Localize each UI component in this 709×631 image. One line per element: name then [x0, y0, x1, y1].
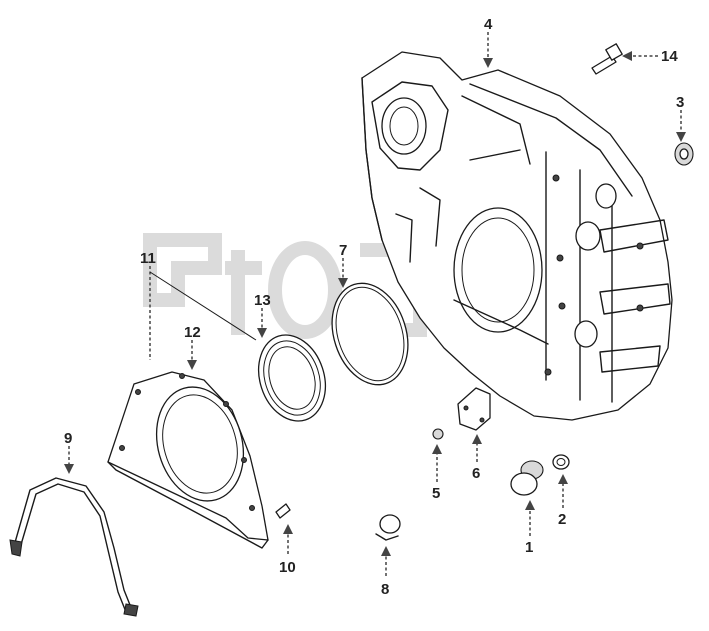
seal-part-13: [258, 334, 326, 422]
flywheel-housing: [361, 51, 673, 421]
callout-13: 13: [254, 292, 271, 309]
callout-1: 1: [525, 539, 533, 556]
o-ring-part-7: [331, 282, 409, 386]
callout-labels: 4 14 3 7 11 13 12 9 6 5 2 1 10 8: [64, 16, 684, 598]
callout-14: 14: [661, 48, 678, 65]
seal-housing-part-12: [107, 371, 269, 549]
callout-3: 3: [676, 94, 684, 111]
bushing-part-3: [674, 142, 694, 166]
washer-part-2: [552, 454, 570, 470]
callout-7: 7: [339, 242, 347, 259]
callout-11: 11: [140, 250, 156, 267]
callout-9: 9: [64, 430, 72, 447]
gasket-part-9: [9, 477, 139, 617]
screw-part-10: [275, 503, 291, 519]
plug-part-1: [510, 460, 544, 496]
cover-plate-part-6: [457, 387, 491, 431]
callout-12: 12: [184, 324, 201, 341]
callout-4: 4: [484, 16, 493, 33]
callout-10: 10: [279, 559, 296, 576]
bolt-part-14: [591, 43, 623, 75]
callout-2: 2: [558, 511, 566, 528]
callout-5: 5: [432, 485, 440, 502]
leader-lines: [64, 32, 686, 576]
callout-8: 8: [381, 581, 389, 598]
clamp-part-8: [375, 514, 401, 541]
bolt-part-5: [432, 428, 444, 440]
callout-6: 6: [472, 465, 480, 482]
